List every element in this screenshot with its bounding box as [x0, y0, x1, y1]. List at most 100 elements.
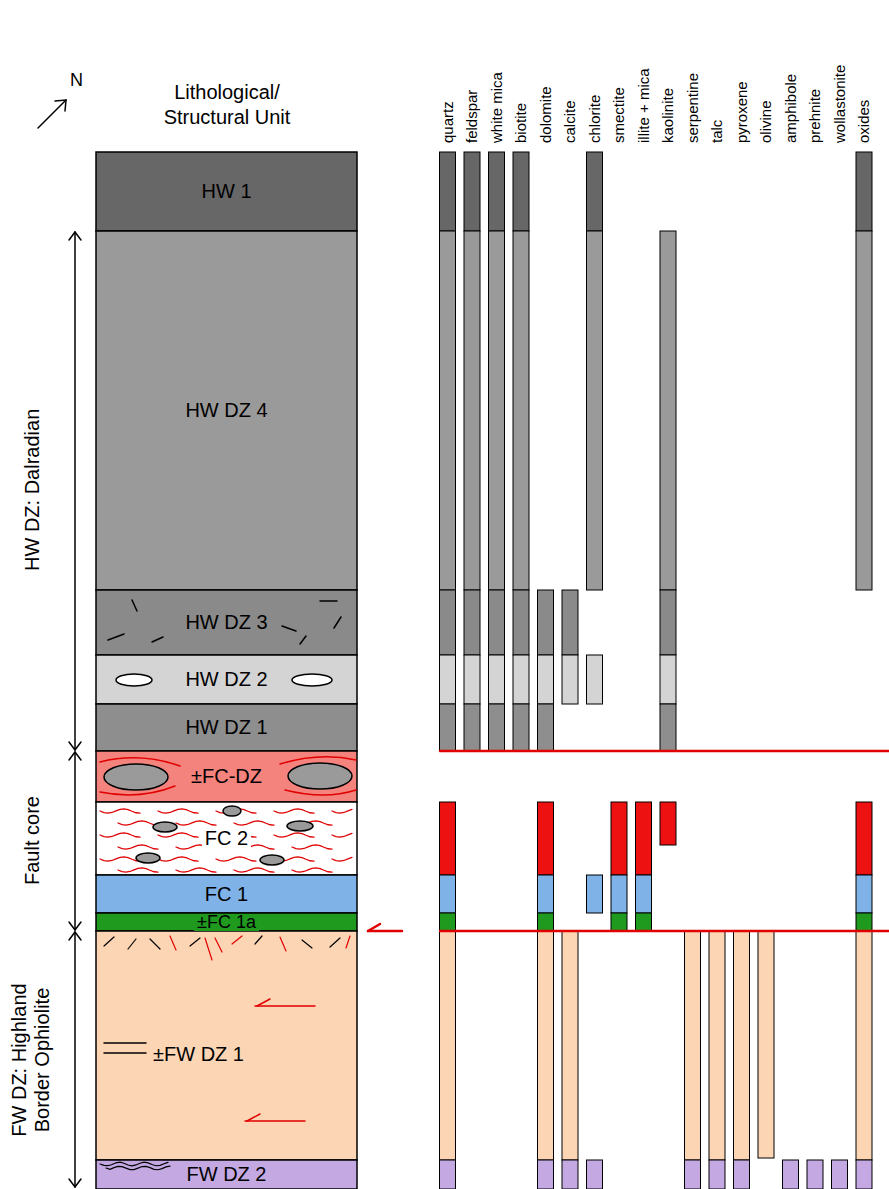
mineral-header: chlorite [586, 95, 604, 143]
symbol-stroke [74, 752, 76, 930]
symbol-path [100, 809, 140, 813]
mineral-header: feldspar [463, 90, 481, 143]
mineral-bar [513, 704, 529, 751]
unit-fill [96, 802, 357, 875]
symbol-stroke [104, 1042, 146, 1044]
zone-label: HW DZ: Dalradian [21, 409, 44, 571]
mineral-bar [513, 231, 529, 590]
mineral-bar [587, 152, 603, 231]
symbol-path [332, 809, 352, 813]
symbol-stroke [334, 617, 341, 628]
unit-band: FC 1 [96, 875, 357, 913]
mineral-bar [685, 1160, 701, 1189]
symbol-stroke [302, 940, 312, 948]
mineral-bar [538, 590, 554, 655]
mineral-bar [464, 231, 480, 590]
symbol-path [118, 845, 158, 849]
symbol-path [216, 857, 256, 861]
unit-fill [96, 1160, 357, 1189]
symbol-path [69, 232, 81, 240]
symbol-path [69, 752, 81, 760]
column-header: Lithological/ Structural Unit [142, 80, 312, 130]
mineral-bar [660, 802, 676, 845]
symbol-stroke [440, 930, 889, 933]
mineral-header: serpentine [684, 73, 702, 143]
symbol-stroke [257, 999, 270, 1006]
mineral-bar [489, 704, 505, 751]
mineral-bar [856, 152, 872, 231]
clast-symbol [292, 674, 332, 686]
symbol-stroke [255, 936, 262, 944]
symbol-stroke [232, 936, 242, 944]
symbol-path [176, 821, 216, 825]
mineral-bar [440, 231, 456, 590]
symbol-stroke [320, 600, 337, 602]
unit-label: FC 2 [202, 827, 251, 850]
mineral-bar [440, 655, 456, 704]
mineral-bars [440, 152, 873, 1189]
mineral-bar [856, 913, 872, 931]
clast-symbol [153, 822, 177, 832]
unit-band: HW DZ 2 [96, 655, 357, 704]
symbol-path [292, 868, 332, 872]
symbol-path [100, 857, 140, 861]
unit-band: HW DZ 1 [96, 704, 357, 751]
mineral-header: talc [708, 120, 726, 143]
symbol-stroke [190, 938, 200, 946]
mineral-bar [856, 231, 872, 590]
symbol-stroke [247, 1114, 260, 1121]
symbol-path [158, 857, 198, 861]
mineral-bar [660, 231, 676, 590]
mineral-bar [587, 231, 603, 590]
symbol-path [332, 857, 352, 861]
symbol-path [274, 833, 314, 837]
symbol-path [118, 868, 158, 872]
unit-label: FW DZ 2 [184, 1163, 270, 1186]
mineral-bar [660, 590, 676, 655]
mineral-bar [685, 931, 701, 1160]
mineral-bar [832, 1160, 848, 1189]
unit-fill [96, 875, 357, 913]
mineral-bar [538, 802, 554, 875]
unit-fill [96, 590, 357, 655]
mineral-header: prehnite [806, 89, 824, 143]
symbol-stroke [215, 938, 222, 952]
symbol-path [69, 1179, 81, 1187]
symbol-path [55, 100, 66, 111]
unit-fill [96, 655, 357, 704]
unit-band: HW DZ 3 [96, 590, 357, 655]
unit-label: HW DZ 3 [182, 611, 270, 634]
mineral-bar [440, 931, 456, 1160]
mineral-bar [709, 931, 725, 1160]
symbol-path [274, 809, 314, 813]
symbol-path [158, 809, 198, 813]
symbol-stroke [104, 937, 114, 946]
symbol-stroke [368, 924, 380, 931]
clast-symbol [136, 853, 160, 863]
unit-band: ±FW DZ 1 [96, 931, 357, 1160]
clast-symbol [116, 674, 152, 686]
unit-label: HW DZ 1 [182, 716, 270, 739]
mineral-header: smectite [610, 87, 628, 143]
symbol-stroke [108, 634, 124, 640]
mineral-bar [562, 655, 578, 704]
mineral-bar [440, 875, 456, 913]
mineral-bar [538, 875, 554, 913]
clast-symbol [260, 855, 284, 865]
unit-fills [96, 152, 357, 1189]
mineral-bar [513, 590, 529, 655]
mineral-bar [660, 704, 676, 751]
mineral-bar [562, 590, 578, 655]
clast-symbol [288, 763, 352, 789]
mineral-bar [440, 913, 456, 931]
unit-symbols [38, 100, 889, 1187]
unit-label: ±FC 1a [194, 914, 259, 931]
unit-band: FW DZ 2 [96, 1160, 357, 1189]
mineral-bar [489, 231, 505, 590]
mineral-bar [440, 152, 456, 231]
unit-fill [96, 704, 357, 751]
unit-fill [96, 931, 357, 1160]
mineral-bar [538, 655, 554, 704]
zone-label: FW DZ: Highland Border Ophiolite [8, 970, 54, 1150]
